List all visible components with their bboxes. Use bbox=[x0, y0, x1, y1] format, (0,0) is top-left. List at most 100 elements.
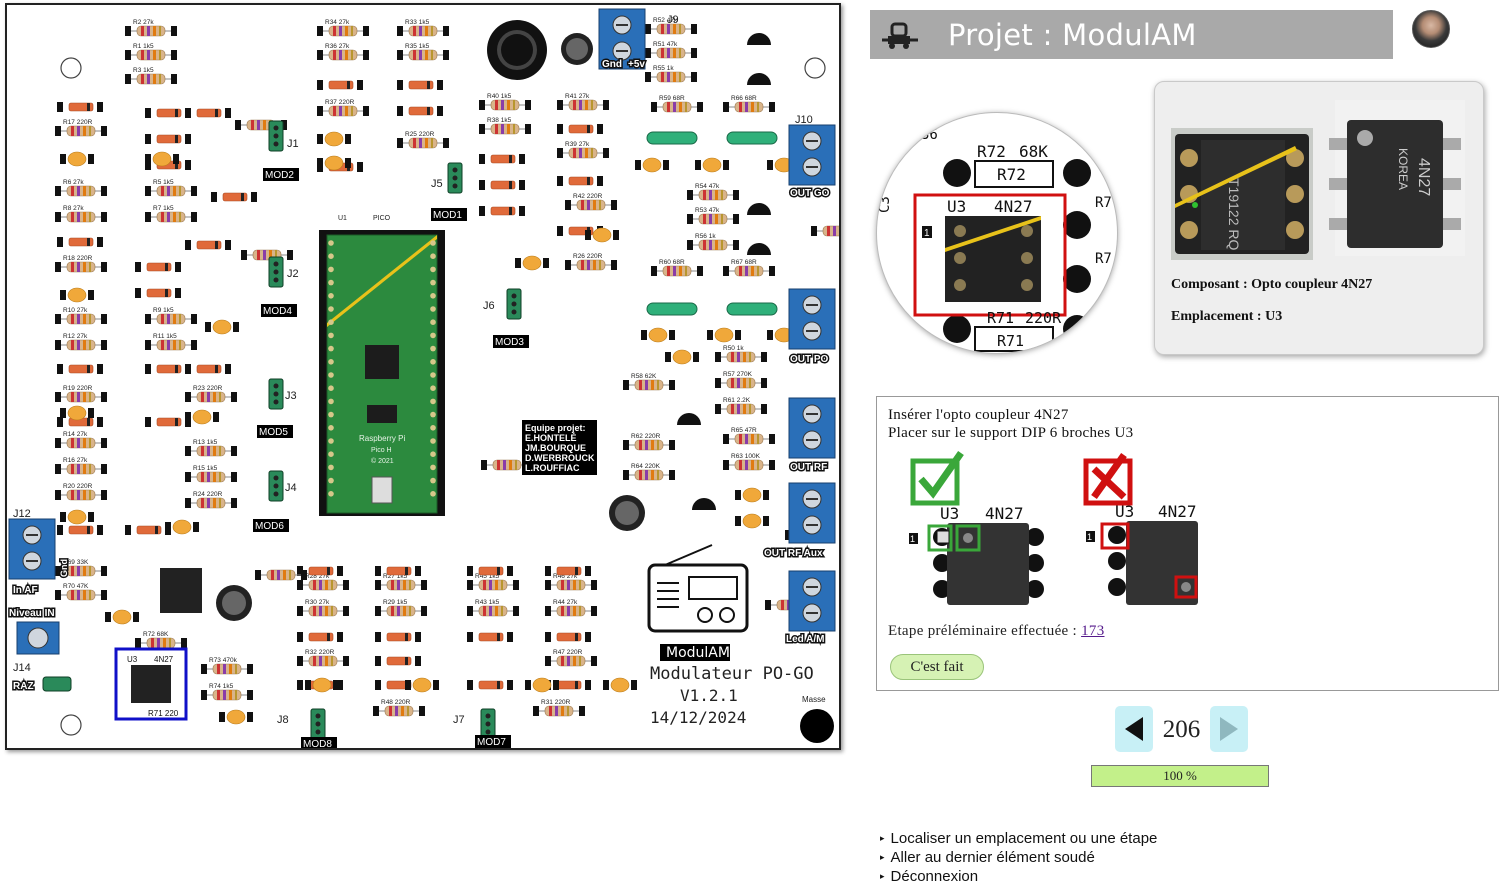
instruction-line-2: Placer sur le support DIP 6 broches U3 bbox=[888, 425, 1134, 441]
pico-board: U1 PICO Raspberry Pi Pico H © 2021 bbox=[319, 215, 445, 516]
footer-links: ▸ Localiser un emplacement ou une étape ▸… bbox=[880, 829, 1157, 886]
prior-step-link[interactable]: 173 bbox=[1081, 623, 1105, 639]
resistor-label: R38 1k5 bbox=[487, 117, 512, 124]
module-label-bg bbox=[475, 735, 511, 748]
team-member-1: E.HONTELÉ bbox=[525, 433, 577, 443]
board-subtitle: Modulateur PO-GO bbox=[650, 664, 814, 684]
resistor-label: R74 1k5 bbox=[209, 683, 234, 690]
resistor-label: R44 27k bbox=[553, 599, 578, 606]
connector-label: J6 bbox=[483, 300, 495, 312]
zoom-edge-label: 36 bbox=[921, 127, 938, 143]
check-icon bbox=[910, 450, 964, 506]
team-member-2: JM.BOURQUE bbox=[525, 443, 586, 453]
logout-link-label: Déconnexion bbox=[890, 868, 979, 885]
niveau-in-label: Niveau IN bbox=[9, 608, 55, 619]
zoom-r71-ref: R71 bbox=[987, 309, 1014, 327]
prior-step-line: Etape préléminaire effectuée : 173 bbox=[888, 623, 1105, 640]
last-soldered-link[interactable]: ▸Aller au dernier élément soudé bbox=[880, 848, 1157, 867]
previous-button[interactable] bbox=[1115, 706, 1153, 752]
pico-ref-label: U1 bbox=[338, 215, 347, 222]
good-pin1-label: 1 bbox=[910, 534, 915, 544]
connector-label: J8 bbox=[277, 714, 289, 726]
zoom-highlight-box bbox=[913, 193, 1067, 317]
resistor-label: R2 27k bbox=[133, 19, 154, 26]
resistor-label: R1 1k5 bbox=[133, 43, 154, 50]
module-label: MOD6 bbox=[255, 521, 284, 532]
component-location: Emplacement : U3 bbox=[1171, 309, 1283, 324]
bullet-icon: ▸ bbox=[880, 871, 885, 881]
module-label-bg bbox=[257, 425, 293, 438]
resistor-label: R66 68R bbox=[731, 95, 757, 102]
connector-label: J7 bbox=[453, 714, 465, 726]
arrow-right-icon bbox=[1220, 717, 1238, 741]
module-label: MOD8 bbox=[303, 739, 332, 750]
resistor-label: R67 68R bbox=[731, 259, 757, 266]
resistor-label: R59 68R bbox=[659, 95, 685, 102]
wrong-orientation-figure: U3 4N27 1 bbox=[1083, 452, 1198, 605]
resistor-label: R39 27k bbox=[565, 141, 590, 148]
next-button[interactable] bbox=[1210, 706, 1248, 752]
bullet-icon: ▸ bbox=[880, 852, 885, 862]
resistor-label: R15 1k5 bbox=[193, 465, 218, 472]
connector-label: J12 bbox=[13, 508, 31, 520]
board-u3-label: U3 bbox=[127, 655, 138, 664]
connector-label: J14 bbox=[13, 662, 31, 674]
resistor-label: R10 27k bbox=[63, 307, 88, 314]
resistor-label: R43 1k5 bbox=[475, 599, 500, 606]
module-label: MOD2 bbox=[265, 170, 294, 181]
out-rf-aux-label: OUT RF Aux bbox=[764, 548, 823, 559]
zoom-c3-label: C3 bbox=[877, 196, 893, 213]
resistor-label: R48 220R bbox=[381, 699, 411, 706]
zoom-r7-label-a: R7 bbox=[1095, 195, 1112, 211]
board-version: V1.2.1 bbox=[680, 686, 738, 705]
resistor-label: R25 220R bbox=[405, 131, 435, 138]
resistor-label: R53 47k bbox=[695, 207, 720, 214]
module-label-bg bbox=[301, 737, 337, 748]
logout-link[interactable]: ▸ Déconnexion bbox=[880, 867, 1157, 886]
bullet-icon: ▸ bbox=[880, 833, 885, 843]
resistor-label: R14 27k bbox=[63, 431, 88, 438]
resistor-label: R52 47k bbox=[653, 17, 678, 24]
masse-label: Masse bbox=[802, 695, 826, 704]
resistor-label: R62 220R bbox=[631, 433, 661, 440]
arrow-left-icon bbox=[1125, 717, 1143, 741]
resistor-label: R50 1k bbox=[723, 345, 744, 352]
resistor-label: R37 220R bbox=[325, 99, 355, 106]
resistor-label: R40 1k5 bbox=[487, 93, 512, 100]
board-date: 14/12/2024 bbox=[650, 708, 746, 727]
resistor-label: R64 220K bbox=[631, 463, 661, 470]
bad-4n27-label: 4N27 bbox=[1158, 502, 1197, 521]
zoom-pin1-label: 1 bbox=[924, 228, 930, 239]
photo-chip-text-b: 4N27 bbox=[1415, 158, 1432, 196]
resistor-label: R28 27k bbox=[305, 573, 330, 580]
resistor-label: R32 220R bbox=[305, 649, 335, 656]
done-button[interactable]: C'est fait bbox=[890, 654, 984, 680]
zoom-r72-ref: R72 bbox=[977, 142, 1006, 161]
resistor-label: R54 47k bbox=[695, 183, 720, 190]
progress-text: 100 % bbox=[1163, 768, 1197, 783]
zoom-r72-value: 68K bbox=[1019, 142, 1048, 161]
resistor-label: R7 1k5 bbox=[153, 205, 174, 212]
resistor-label: R63 100K bbox=[731, 453, 761, 460]
locate-link-label: Localiser un emplacement ou une étape bbox=[890, 830, 1158, 847]
connector-label: J5 bbox=[431, 178, 443, 190]
resistor-label: R20 220R bbox=[63, 483, 93, 490]
led-label: Led A/M bbox=[786, 634, 825, 645]
bad-pin1-label: 1 bbox=[1087, 532, 1092, 542]
locate-link[interactable]: ▸ Localiser un emplacement ou une étape bbox=[880, 829, 1157, 848]
raz-label: RAZ bbox=[13, 681, 34, 692]
resistor-label: R41 27k bbox=[565, 93, 590, 100]
module-label: MOD3 bbox=[495, 337, 524, 348]
resistor-label: R18 220R bbox=[63, 255, 93, 262]
pico-brand-text: Raspberry Pi bbox=[359, 434, 405, 443]
good-4n27-label: 4N27 bbox=[985, 504, 1024, 523]
photo-chip-text-a: T19122 RQ bbox=[1226, 178, 1242, 250]
user-avatar-icon[interactable] bbox=[1412, 10, 1450, 48]
resistor-label: R61 2.2K bbox=[723, 397, 751, 404]
resistor-label: R23 220R bbox=[193, 385, 223, 392]
resistor-label: R70 47K bbox=[63, 583, 89, 590]
radio-icon bbox=[647, 544, 749, 633]
gnd-label: Gnd bbox=[602, 59, 622, 70]
